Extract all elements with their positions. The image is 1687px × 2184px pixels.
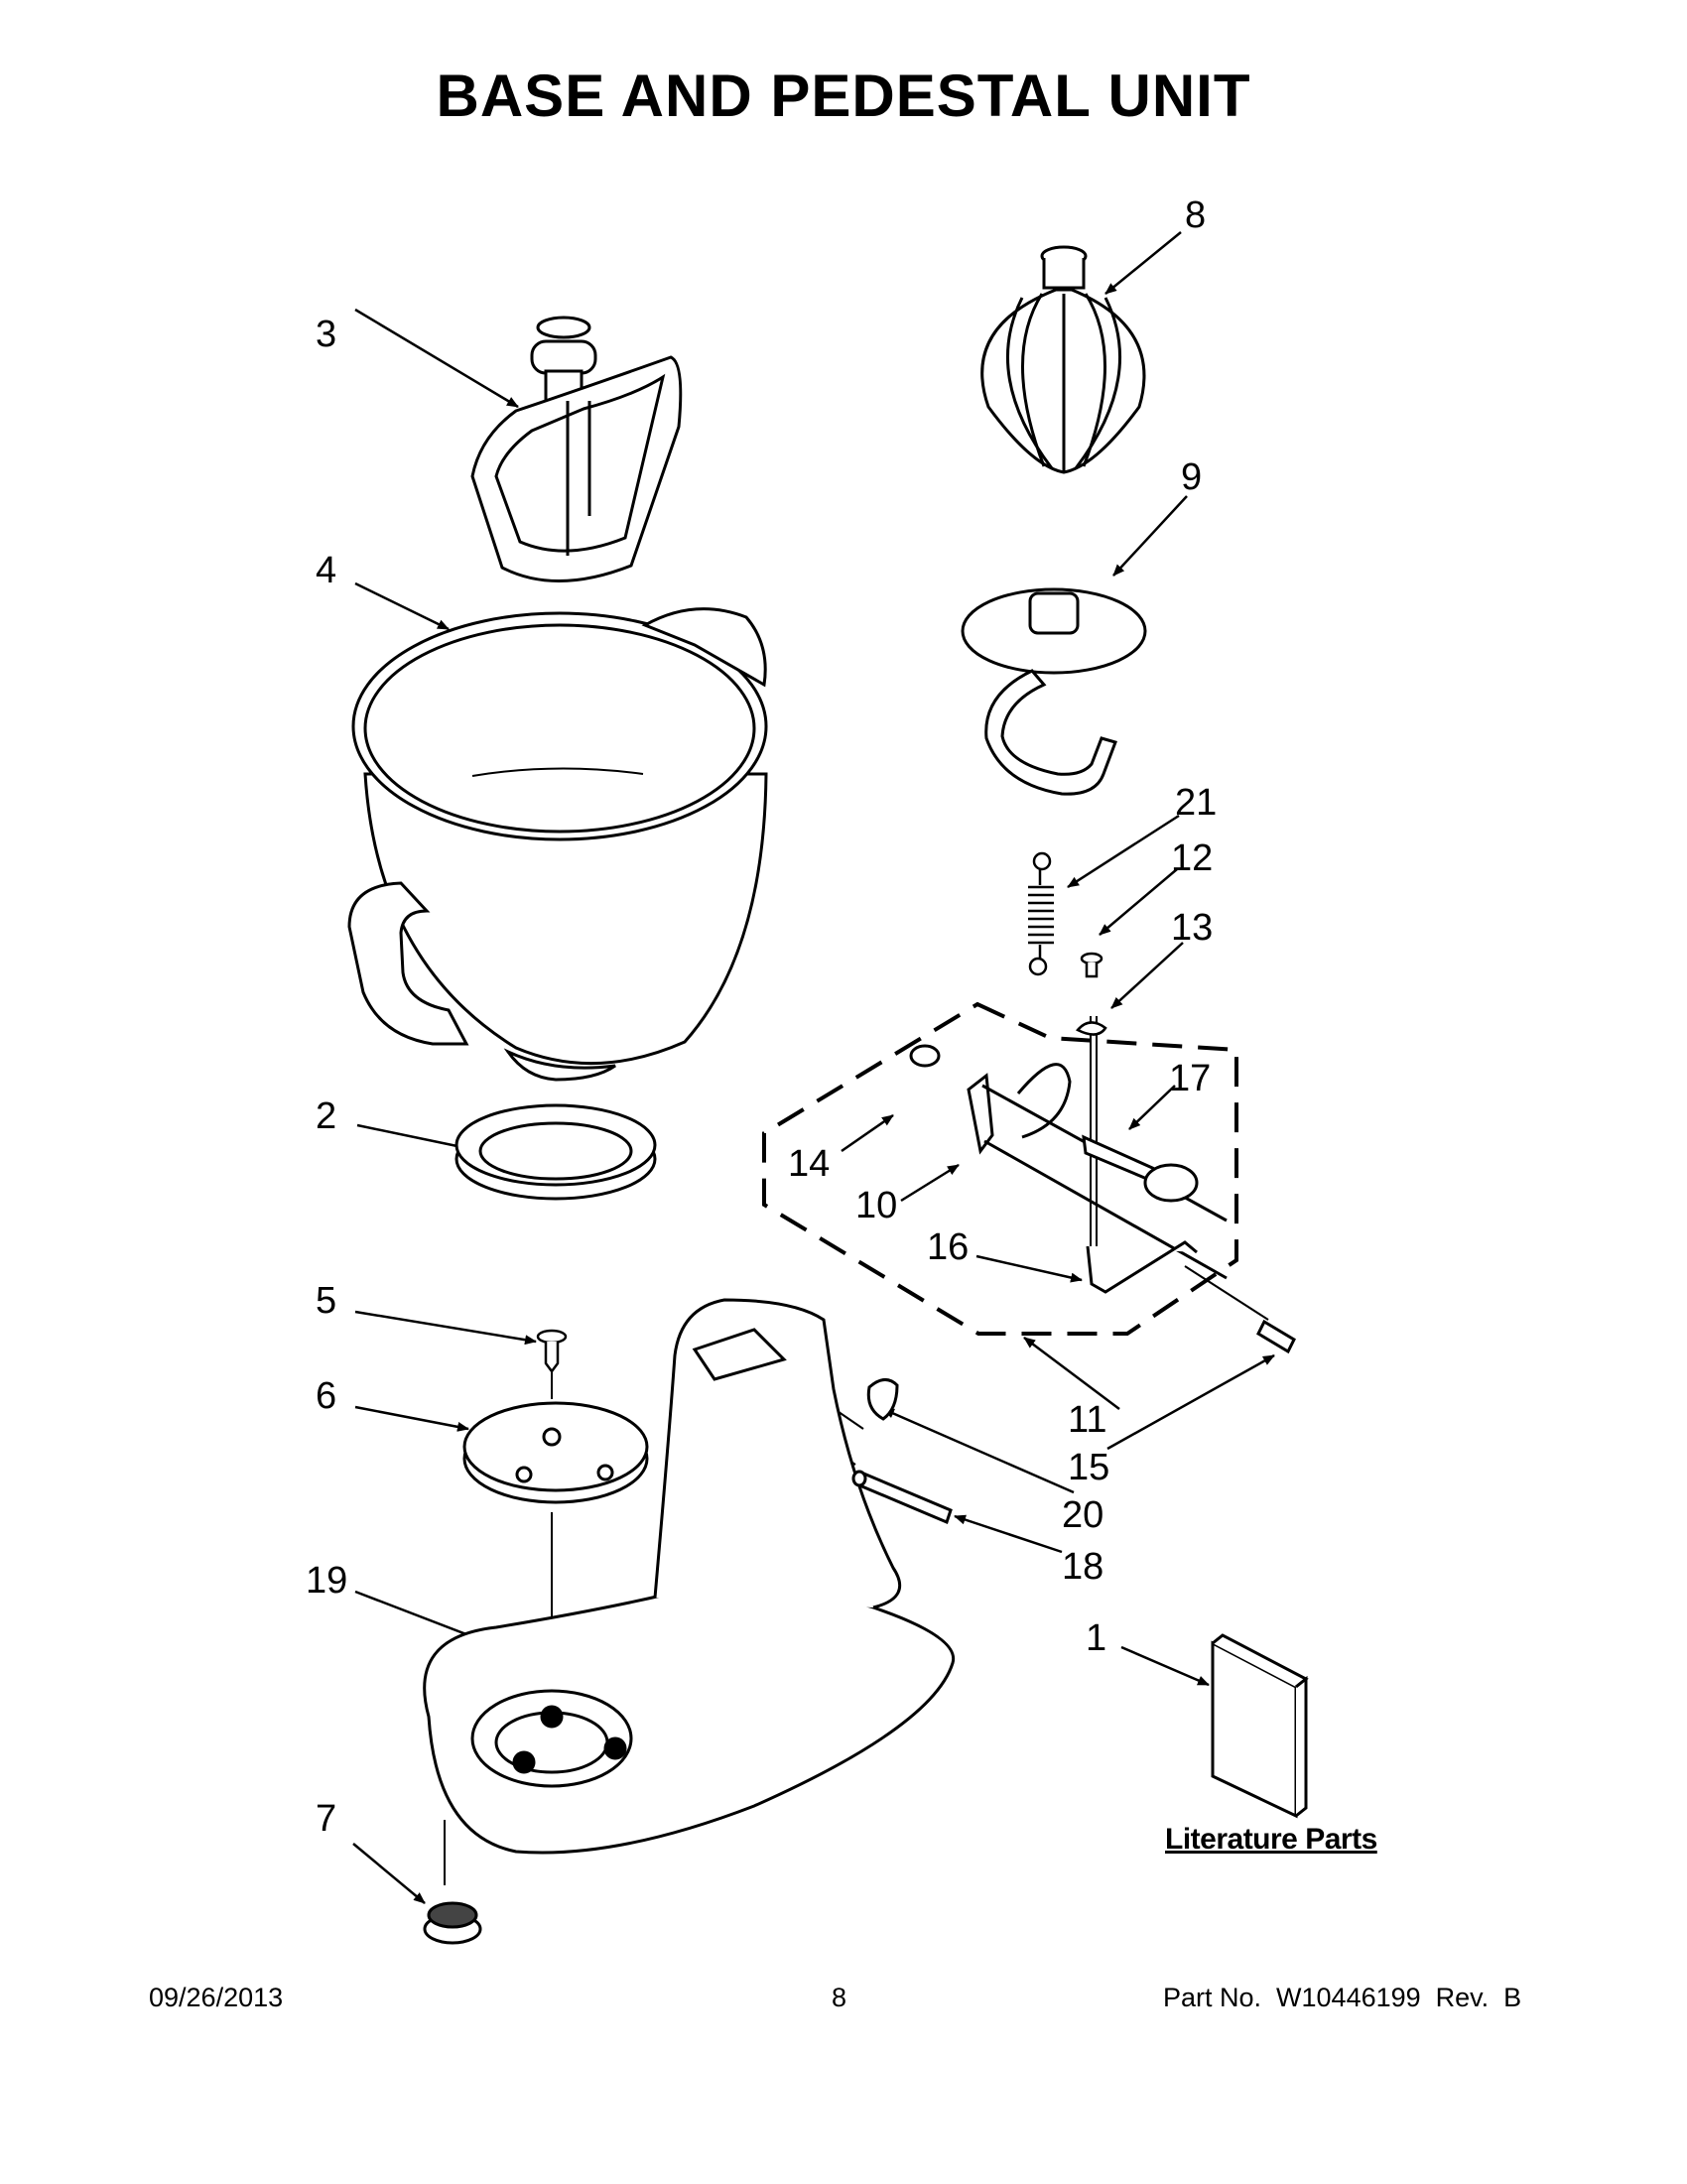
callout-14: 14: [788, 1143, 831, 1185]
hinge-assembly-outline: [764, 1004, 1236, 1334]
screw-part: [538, 1331, 566, 1371]
footer-part-number: Part No. W10446199 Rev. B: [1163, 1983, 1522, 2012]
wire-whip-part: [982, 247, 1144, 472]
leader-arrows: [353, 232, 1275, 1903]
support-plate-part: [464, 1403, 647, 1502]
callout-8: 8: [1185, 194, 1207, 236]
lock-screw-part: [1078, 954, 1105, 1035]
callout-7: 7: [316, 1798, 337, 1840]
callout-9: 9: [1181, 456, 1203, 498]
hinge-parts: [911, 1046, 1227, 1292]
rubber-foot-part: [425, 1903, 480, 1943]
hinge-pin-part: [1258, 1322, 1294, 1351]
callout-17: 17: [1169, 1058, 1212, 1099]
callout-18: 18: [1062, 1546, 1104, 1588]
callout-21: 21: [1175, 782, 1218, 824]
page-title: BASE AND PEDESTAL UNIT: [436, 63, 1251, 129]
callout-15: 15: [1068, 1447, 1110, 1488]
mixing-bowl-part: [349, 609, 766, 1080]
callout-12: 12: [1171, 837, 1214, 879]
callout-1: 1: [1086, 1617, 1107, 1659]
callout-13: 13: [1171, 907, 1214, 949]
flat-beater-part: [472, 318, 681, 581]
literature-parts-label: Literature Parts: [1165, 1823, 1377, 1856]
dough-hook-part: [963, 589, 1145, 794]
callout-10: 10: [855, 1185, 898, 1226]
callout-3: 3: [316, 314, 337, 355]
callout-6: 6: [316, 1375, 337, 1417]
bumper-part: [868, 1379, 897, 1419]
pin-part: [853, 1472, 951, 1522]
callout-2: 2: [316, 1095, 337, 1137]
callout-4: 4: [316, 550, 337, 591]
callout-5: 5: [316, 1280, 337, 1322]
callout-11: 11: [1068, 1399, 1107, 1441]
pedestal-base-part: [425, 1300, 954, 1853]
literature-book-part: [1213, 1635, 1306, 1816]
callout-19: 19: [306, 1560, 348, 1602]
spring-part: [1028, 853, 1054, 974]
footer-page-number: 8: [832, 1983, 847, 2012]
footer-date: 09/26/2013: [149, 1983, 284, 2012]
callout-16: 16: [927, 1226, 970, 1268]
clamping-plate-part: [456, 1105, 655, 1199]
callout-20: 20: [1062, 1494, 1104, 1536]
